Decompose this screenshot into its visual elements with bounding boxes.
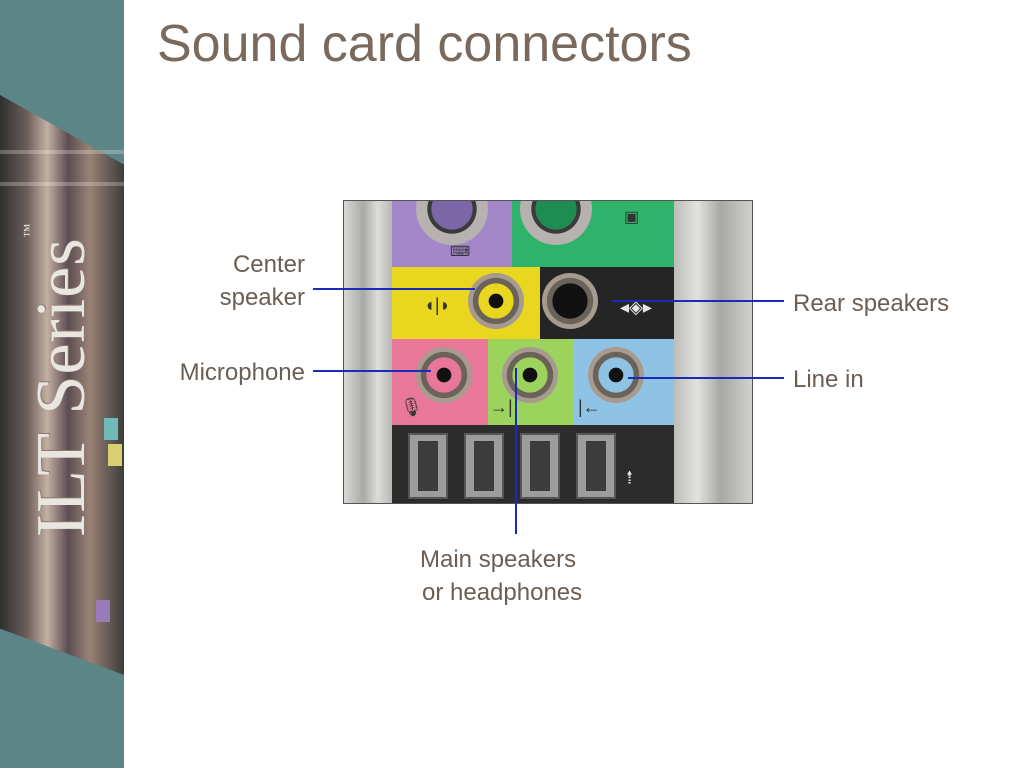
main-speakers-label-line1: Main speakers <box>420 546 577 573</box>
brand-sidebar: ILT Series™ <box>0 0 124 768</box>
line-in-jack <box>588 347 644 403</box>
decorative-band <box>0 150 124 154</box>
center-speaker-label-line2: speaker <box>219 284 305 311</box>
microphone-label: Microphone <box>179 359 305 386</box>
rear-speaker-jack <box>542 273 598 329</box>
line-in-icon: |← <box>578 397 601 417</box>
microphone-callout-line <box>313 370 431 372</box>
center-speaker-callout-line <box>313 288 475 290</box>
brand-text: ILT Series <box>23 237 100 538</box>
decorative-accent <box>108 444 122 466</box>
microphone-jack <box>416 347 472 403</box>
usb-port <box>520 433 560 499</box>
mouse-icon: ▣ <box>624 209 640 226</box>
speaker-out-icon: →| <box>490 397 513 417</box>
sound-card-photo: ⌨ ▣ ◖|◗ ◂◈▸ 🎙 →| |← ⭫ <box>343 200 753 504</box>
main-speakers-callout-line <box>515 368 517 534</box>
line-in-label: Line in <box>793 366 864 393</box>
rear-speakers-callout-line <box>612 300 784 302</box>
speaker-out-icon: ◖|◗ <box>424 295 451 315</box>
main-speaker-jack <box>502 347 558 403</box>
case-rail-left <box>344 201 392 503</box>
main-speakers-label-line2: or headphones <box>422 579 583 606</box>
microphone-icon: 🎙 <box>400 397 423 417</box>
slide-title: Sound card connectors <box>157 15 692 73</box>
usb-port <box>464 433 504 499</box>
usb-port <box>576 433 616 499</box>
main-speakers-label: Main speakers or headphones <box>420 543 620 609</box>
line-in-callout-line <box>628 377 784 379</box>
speaker-out-icon: ◂◈▸ <box>620 297 652 317</box>
usb-port <box>408 433 448 499</box>
ilt-series-logo: ILT Series™ <box>22 223 102 537</box>
rear-speakers-label: Rear speakers <box>793 290 950 317</box>
center-speaker-jack <box>468 273 524 329</box>
decorative-accent <box>104 418 118 440</box>
film-strip-decoration <box>0 95 124 675</box>
keyboard-icon: ⌨ <box>450 243 471 259</box>
usb-icon: ⭫ <box>626 467 633 489</box>
center-speaker-label-line1: Center <box>232 251 305 278</box>
case-rail-right <box>674 201 752 503</box>
trademark-symbol: ™ <box>22 222 37 238</box>
decorative-accent <box>96 600 110 622</box>
decorative-band <box>0 182 124 186</box>
center-speaker-label: Center speaker <box>190 248 305 314</box>
